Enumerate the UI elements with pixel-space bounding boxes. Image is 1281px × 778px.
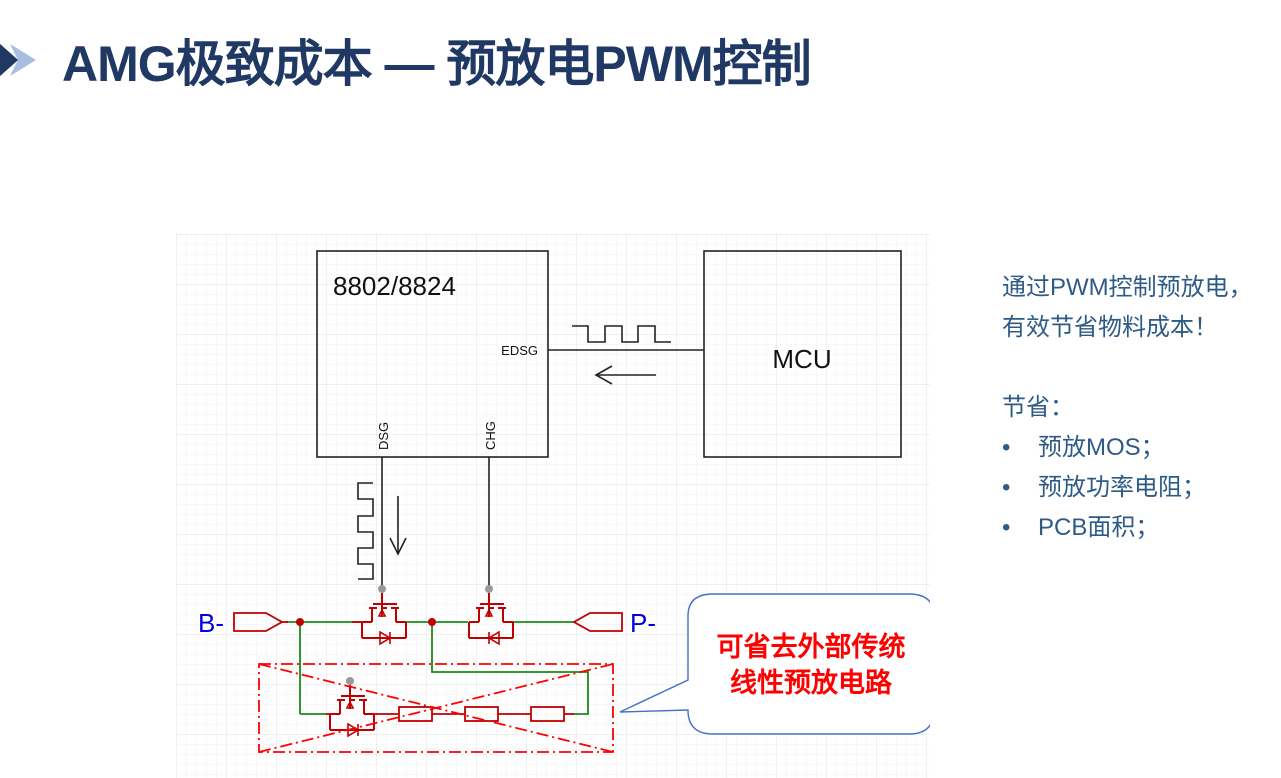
savings-item-label: 预放MOS； — [1038, 434, 1165, 461]
cross-out-box — [258, 663, 614, 753]
callout-bubble — [619, 593, 930, 735]
side-description: 通过PWM控制预放电， 有效节省物料成本！ 节省： • 预放MOS； • 预放功… — [1002, 268, 1253, 548]
page-title: AMG极致成本 — 预放电PWM控制 — [62, 36, 812, 92]
callout-line-1: 可省去外部传统 — [717, 631, 906, 662]
pwm-waveform-horizontal-icon — [572, 325, 671, 343]
savings-list: • 预放MOS； • 预放功率电阻； • PCB面积； — [1002, 428, 1253, 548]
bullet-icon: • — [1002, 474, 1011, 501]
callout-line-2: 线性预放电路 — [730, 667, 893, 698]
terminal-b-minus-label: B- — [198, 608, 224, 638]
chg-mosfet-icon — [468, 592, 514, 646]
bullet-icon: • — [1002, 434, 1011, 461]
pwm-waveform-vertical-icon — [357, 482, 374, 580]
title-arrow-icon — [0, 44, 36, 76]
chg-pin-label: CHG — [483, 421, 498, 450]
terminal-b-minus-connector — [233, 612, 284, 632]
bullet-icon: • — [1002, 514, 1011, 541]
terminal-p-minus-label: P- — [630, 608, 656, 638]
arrow-left-icon — [594, 365, 656, 385]
mcu-block — [703, 250, 902, 458]
junction-dot-mid — [428, 618, 436, 626]
chg-gate-node — [485, 585, 493, 593]
circuit-diagram: 8802/8824 EDSG DSG CHG MCU B- P- — [176, 234, 930, 778]
wire-mid-loop — [431, 622, 589, 715]
intro-line-2: 有效节省物料成本！ — [1002, 314, 1218, 341]
dsg-mosfet-icon — [361, 592, 407, 646]
intro-line-1: 通过PWM控制预放电， — [1002, 274, 1253, 301]
dsg-gate-node — [378, 585, 386, 593]
savings-item-label: 预放功率电阻； — [1038, 474, 1206, 501]
edsg-pin-label: EDSG — [501, 343, 538, 358]
savings-item: • 预放MOS； — [1002, 428, 1253, 468]
terminal-p-minus-connector — [572, 612, 623, 632]
chip-label: 8802/8824 — [333, 271, 456, 301]
chip-block — [316, 250, 549, 458]
junction-dot-b — [296, 618, 304, 626]
arrow-down-icon — [389, 496, 407, 556]
savings-item-label: PCB面积； — [1038, 514, 1160, 541]
savings-item: • 预放功率电阻； — [1002, 468, 1253, 508]
savings-item: • PCB面积； — [1002, 508, 1253, 548]
savings-heading: 节省： — [1002, 394, 1074, 421]
dsg-pin-label: DSG — [376, 422, 391, 450]
mcu-label: MCU — [772, 344, 831, 374]
